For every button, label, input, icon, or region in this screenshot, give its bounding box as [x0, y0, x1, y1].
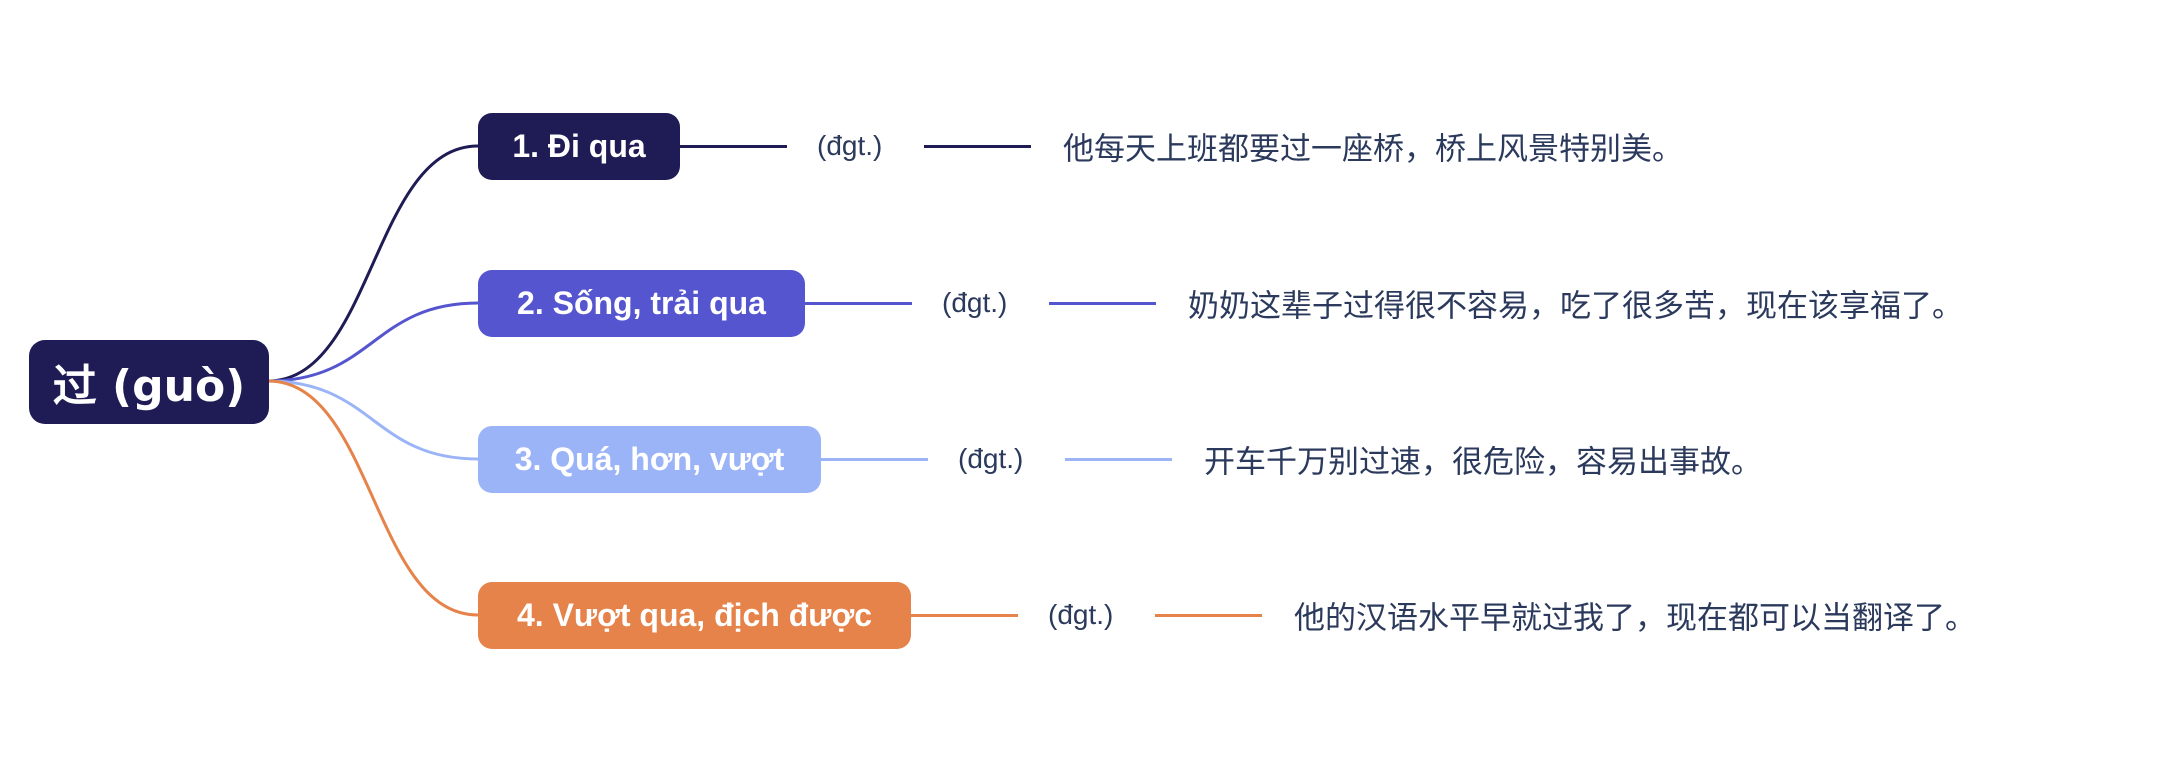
branch-label: 3. Quá, hơn, vượt: [514, 440, 785, 477]
branch-label: 1. Đi qua: [512, 127, 646, 164]
part-of-speech-tag[interactable]: (đgt.): [1048, 599, 1114, 630]
branch-label: 4. Vượt qua, địch được: [517, 596, 872, 633]
part-of-speech-tag[interactable]: (đgt.): [942, 287, 1008, 318]
example-sentence[interactable]: 他的汉语水平早就过我了，现在都可以当翻译了。: [1294, 600, 1976, 637]
example-sentence[interactable]: 开车千万别过速，很危险，容易出事故。: [1204, 444, 1762, 481]
connector-line: [911, 613, 1018, 617]
part-of-speech-tag[interactable]: (đgt.): [958, 443, 1024, 474]
branch-node-3[interactable]: 3. Quá, hơn, vượt: [478, 425, 821, 493]
connector-line: [821, 457, 928, 461]
part-of-speech-tag[interactable]: (đgt.): [817, 130, 883, 161]
branch-link-1: [267, 144, 479, 383]
branch-node-4[interactable]: 4. Vượt qua, địch được: [478, 581, 911, 649]
branch-node-1[interactable]: 1. Đi qua: [478, 112, 680, 180]
connector-line: [1065, 457, 1172, 461]
example-sentence[interactable]: 奶奶这辈子过得很不容易，吃了很多苦，现在该享福了。: [1188, 288, 1963, 325]
connector-line: [805, 301, 912, 305]
connector-line: [1049, 301, 1156, 305]
example-sentence[interactable]: 他每天上班都要过一座桥，桥上风景特别美。: [1063, 131, 1683, 168]
connector-line: [1155, 613, 1262, 617]
branch-link-2: [267, 301, 479, 383]
branch-label: 2. Sống, trải qua: [517, 284, 766, 321]
branch-link-4: [267, 379, 479, 617]
connector-line: [680, 144, 787, 148]
root-label: 过 (guò): [52, 361, 246, 412]
branch-link-3: [267, 379, 479, 461]
root-node[interactable]: 过 (guò): [29, 340, 269, 424]
connector-line: [924, 144, 1031, 148]
branch-node-2[interactable]: 2. Sống, trải qua: [478, 269, 805, 337]
